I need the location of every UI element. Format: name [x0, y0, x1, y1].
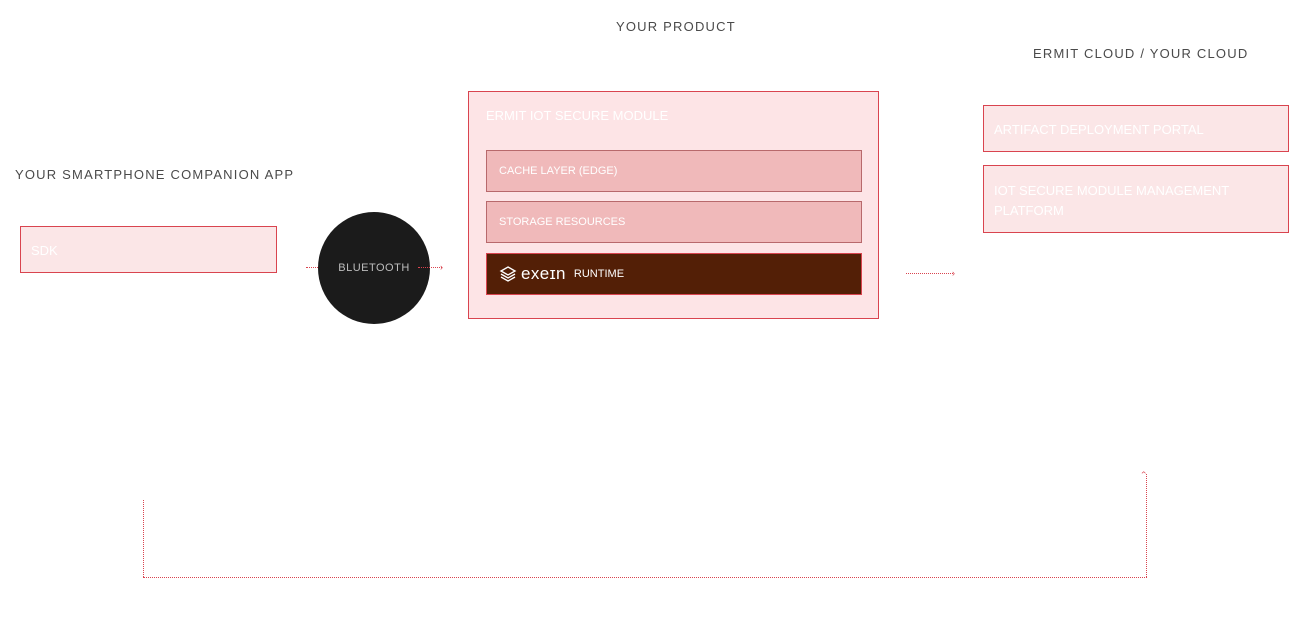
secure-module: ERMIT IOT SECURE MODULE CACHE LAYER (EDG…: [468, 91, 879, 319]
bluetooth-to-module-connector: [418, 267, 442, 268]
management-platform-label: IOT SECURE MODULE MANAGEMENT PLATFORM: [994, 183, 1229, 218]
return-path-arrow-icon: ›: [1138, 471, 1148, 474]
bluetooth-label: BLUETOOTH: [338, 262, 410, 274]
storage-layer: STORAGE RESOURCES: [486, 201, 862, 243]
bluetooth-node: BLUETOOTH: [318, 212, 430, 324]
cache-layer-label: CACHE LAYER (EDGE): [499, 165, 618, 177]
return-path-right: [1146, 474, 1147, 577]
runtime-layer: exeɪn RUNTIME: [486, 253, 862, 295]
bluetooth-to-module-arrow-icon: ›: [440, 262, 443, 272]
product-heading: YOUR PRODUCT: [616, 19, 736, 34]
module-to-cloud-connector: [906, 273, 953, 274]
management-platform-box: IOT SECURE MODULE MANAGEMENT PLATFORM: [983, 165, 1289, 233]
module-to-cloud-arrow-icon: ›: [952, 268, 955, 278]
storage-layer-label: STORAGE RESOURCES: [499, 216, 626, 228]
deployment-portal-label: ARTIFACT DEPLOYMENT PORTAL: [994, 122, 1204, 137]
sdk-label: SDK: [31, 243, 58, 258]
exein-logo-icon: [499, 266, 517, 282]
module-title: ERMIT IOT SECURE MODULE: [486, 108, 669, 123]
app-heading: YOUR SMARTPHONE COMPANION APP: [15, 167, 295, 182]
runtime-brand: exeɪn: [521, 264, 566, 283]
sdk-to-bluetooth-connector: [306, 267, 328, 268]
cache-layer: CACHE LAYER (EDGE): [486, 150, 862, 192]
sdk-box: SDK: [20, 226, 277, 273]
cloud-heading: ERMIT CLOUD / YOUR CLOUD: [1033, 46, 1249, 61]
deployment-portal-box: ARTIFACT DEPLOYMENT PORTAL: [983, 105, 1289, 152]
runtime-label: RUNTIME: [573, 268, 625, 280]
return-path-left: [143, 500, 144, 577]
return-path-bottom: [143, 577, 1147, 578]
